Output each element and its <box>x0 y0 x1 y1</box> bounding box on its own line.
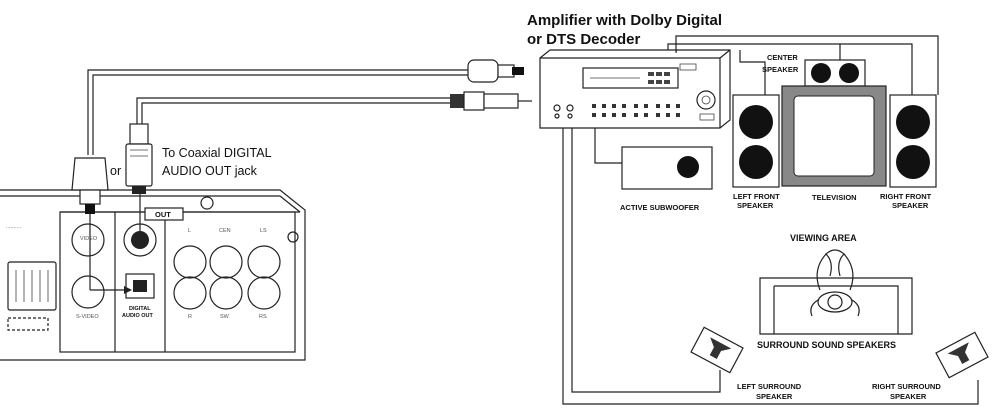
digital-audio-out-line1: DIGITAL <box>129 306 151 312</box>
optical-cable <box>71 59 524 294</box>
small-print: .......... <box>6 224 22 230</box>
ls-jack-label: LS <box>260 228 267 234</box>
amplifier-title-line1: Amplifier with Dolby Digital <box>527 12 722 29</box>
right-surround-speaker <box>935 331 989 379</box>
rs-jack <box>247 276 281 310</box>
active-subwoofer-label: ACTIVE SUBWOOFER <box>620 203 700 212</box>
screw-icon <box>200 196 214 210</box>
right-front-label-line2: SPEAKER <box>892 201 929 210</box>
digital-audio-out-line2: AUDIO OUT <box>122 313 154 319</box>
left-front-label-line2: SPEAKER <box>737 201 774 210</box>
r-jack <box>173 276 207 310</box>
coaxial-label-line1: To Coaxial DIGITAL <box>162 146 272 160</box>
arrow-icon <box>124 286 132 294</box>
amplifier <box>539 49 731 129</box>
surround-sound-speakers-label: SURROUND SOUND SPEAKERS <box>757 340 896 350</box>
speaker-wiring <box>562 35 979 405</box>
speaker-cone-icon <box>739 105 773 139</box>
out-label: OUT <box>155 210 171 219</box>
right-front-speaker: RIGHT FRONT SPEAKER <box>880 94 937 210</box>
out-label-box <box>144 207 184 221</box>
rs-jack-label: RS <box>259 314 267 320</box>
coaxial-label-line2: AUDIO OUT jack <box>162 164 258 178</box>
coaxial-plug-icon <box>129 123 149 145</box>
viewing-area-label: VIEWING AREA <box>790 233 857 243</box>
left-surround-label-line1: LEFT SURROUND <box>737 382 802 391</box>
television-label: TELEVISION <box>812 193 857 202</box>
s-video-jack-label: S-VIDEO <box>76 314 99 320</box>
cen-jack-label: CEN <box>219 228 231 234</box>
power-button-icon <box>553 104 561 112</box>
right-surround-label-line1: RIGHT SURROUND <box>872 382 941 391</box>
sw-jack <box>209 276 243 310</box>
optical-plug-icon <box>71 157 109 191</box>
dvd-player: OUT .......... VIDEO S-VIDEO DIGITAL AUD… <box>0 189 306 361</box>
right-front-label-line1: RIGHT FRONT <box>880 192 932 201</box>
l-jack-label: L <box>188 228 191 234</box>
r-jack-label: R <box>188 314 192 320</box>
right-surround-label-line2: SPEAKER <box>890 392 927 401</box>
active-subwoofer: ACTIVE SUBWOOFER <box>620 146 713 212</box>
speaker-cone-icon <box>811 63 831 83</box>
viewer-icon <box>759 249 913 335</box>
left-surround-speaker <box>690 326 744 374</box>
left-front-label-line1: LEFT FRONT <box>733 192 780 201</box>
speaker-cone-icon <box>677 156 699 178</box>
left-front-speaker: LEFT FRONT SPEAKER <box>732 94 780 210</box>
sw-jack-label: SW <box>220 314 230 320</box>
cen-jack <box>209 245 243 279</box>
speaker-cone-icon <box>896 105 930 139</box>
amplifier-buttons <box>592 104 680 117</box>
l-jack <box>173 245 207 279</box>
center-speaker-label-line2: SPEAKER <box>762 65 799 74</box>
ls-jack <box>247 245 281 279</box>
coaxial-cable <box>125 91 532 244</box>
coaxial-plug-icon <box>450 94 464 108</box>
amplifier-title-line2: or DTS Decoder <box>527 31 641 48</box>
screw-icon <box>287 231 299 243</box>
television: TELEVISION <box>781 85 887 202</box>
left-surround-label-line2: SPEAKER <box>756 392 793 401</box>
video-jack <box>71 223 105 257</box>
speaker-cone-icon <box>839 63 859 83</box>
or-label: or <box>110 164 121 178</box>
s-video-jack <box>71 275 105 309</box>
video-jack-label: VIDEO <box>80 236 98 242</box>
center-speaker: CENTER SPEAKER <box>762 53 866 87</box>
speaker-cone-icon <box>739 145 773 179</box>
center-speaker-label-line1: CENTER <box>767 53 798 62</box>
arrow-icon <box>135 234 145 244</box>
volume-knob-icon <box>696 90 716 110</box>
amplifier-display <box>582 67 679 89</box>
optical-plug-icon <box>467 59 499 83</box>
speaker-cone-icon <box>896 145 930 179</box>
